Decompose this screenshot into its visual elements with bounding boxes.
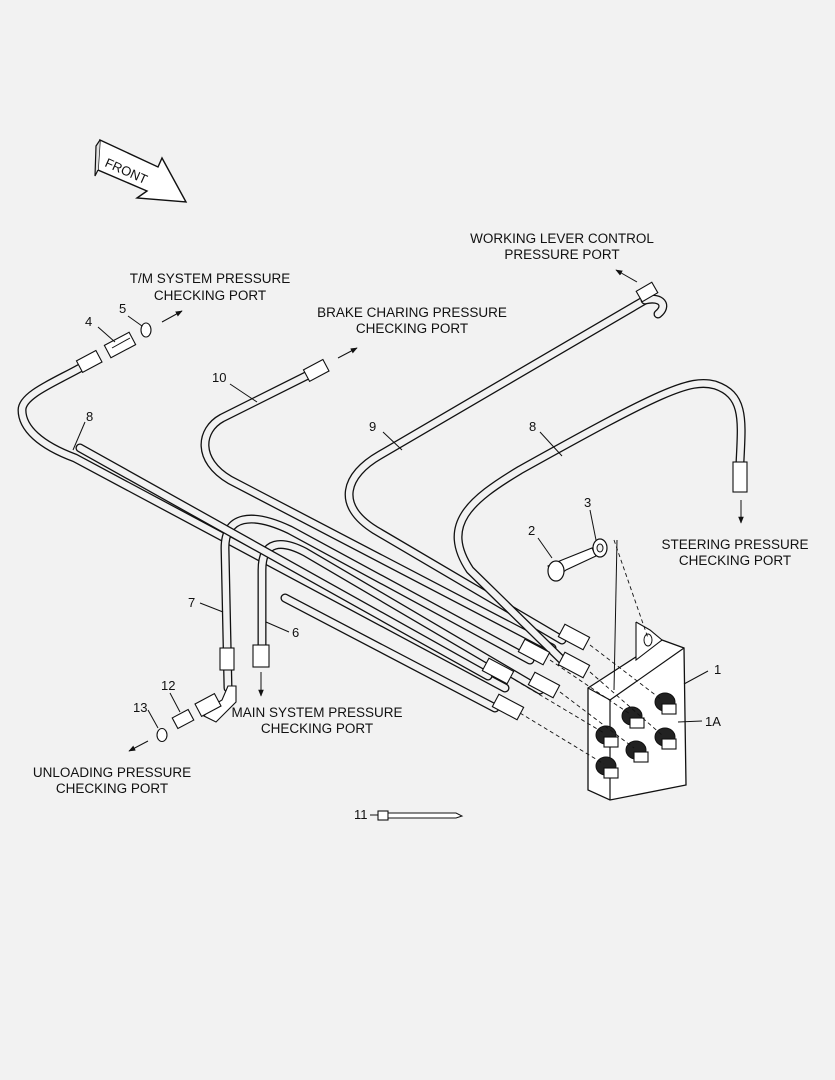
svg-text:UNLOADING PRESSURE: UNLOADING PRESSURE — [33, 765, 191, 780]
hose-7 — [220, 514, 535, 693]
o-ring-part-5 — [140, 322, 152, 338]
label-brake-charging: BRAKE CHARING PRESSURE CHECKING PORT — [317, 305, 507, 336]
adapter-part-4 — [103, 331, 137, 359]
adapter-part-12 — [171, 708, 195, 730]
hose-6 — [257, 540, 545, 695]
callout-7: 7 — [188, 595, 195, 610]
callout-13: 13 — [133, 700, 147, 715]
svg-text:CHECKING PORT: CHECKING PORT — [56, 781, 168, 796]
hose-10 — [200, 370, 557, 653]
label-working-lever: WORKING LEVER CONTROL PRESSURE PORT — [470, 231, 654, 262]
svg-text:MAIN SYSTEM PRESSURE: MAIN SYSTEM PRESSURE — [231, 705, 402, 720]
svg-text:T/M SYSTEM PRESSURE: T/M SYSTEM PRESSURE — [130, 271, 291, 286]
svg-text:WORKING LEVER CONTROL: WORKING LEVER CONTROL — [470, 231, 654, 246]
callout-12: 12 — [161, 678, 175, 693]
callout-1: 1 — [714, 662, 721, 677]
svg-text:CHECKING PORT: CHECKING PORT — [154, 288, 266, 303]
hose-8-left — [17, 363, 510, 693]
svg-text:STEERING PRESSURE: STEERING PRESSURE — [661, 537, 808, 552]
label-tm-system: T/M SYSTEM PRESSURE CHECKING PORT — [130, 271, 291, 303]
washer-part-3 — [592, 538, 608, 558]
callout-5: 5 — [119, 301, 126, 316]
alignment-lines — [514, 644, 663, 765]
fitting-ends — [75, 281, 748, 723]
callout-3: 3 — [584, 495, 591, 510]
svg-text:CHECKING PORT: CHECKING PORT — [356, 321, 468, 336]
label-steering: STEERING PRESSURE CHECKING PORT — [661, 537, 808, 568]
callout-1a: 1A — [705, 714, 721, 729]
callout-8-right: 8 — [529, 419, 536, 434]
port-arrows — [128, 269, 744, 752]
svg-text:CHECKING PORT: CHECKING PORT — [679, 553, 791, 568]
svg-text:PRESSURE PORT: PRESSURE PORT — [504, 247, 619, 262]
hose-9 — [344, 295, 650, 645]
label-main-system: MAIN SYSTEM PRESSURE CHECKING PORT — [231, 705, 402, 736]
label-unloading: UNLOADING PRESSURE CHECKING PORT — [33, 765, 191, 796]
bolt-part-2 — [547, 547, 597, 582]
hose-bottom — [280, 593, 500, 713]
callout-4: 4 — [85, 314, 92, 329]
leader-lines — [72, 315, 709, 816]
callout-2: 2 — [528, 523, 535, 538]
hose-working-lever-elbow — [640, 294, 668, 319]
hose-8-right — [453, 378, 746, 665]
front-arrow-icon: FRONT — [94, 138, 188, 203]
callout-9: 9 — [369, 419, 376, 434]
callout-6: 6 — [292, 625, 299, 640]
svg-text:BRAKE CHARING PRESSURE: BRAKE CHARING PRESSURE — [317, 305, 507, 320]
o-ring-part-13 — [156, 727, 168, 743]
callout-numbers: 1 1A 2 3 4 5 6 7 8 8 9 10 11 12 13 — [85, 301, 721, 822]
hose-lower — [75, 443, 493, 681]
cable-tie-part-11 — [377, 810, 464, 821]
svg-text:CHECKING PORT: CHECKING PORT — [261, 721, 373, 736]
callout-11: 11 — [354, 807, 368, 822]
callout-8-left: 8 — [86, 409, 93, 424]
callout-10: 10 — [212, 370, 226, 385]
